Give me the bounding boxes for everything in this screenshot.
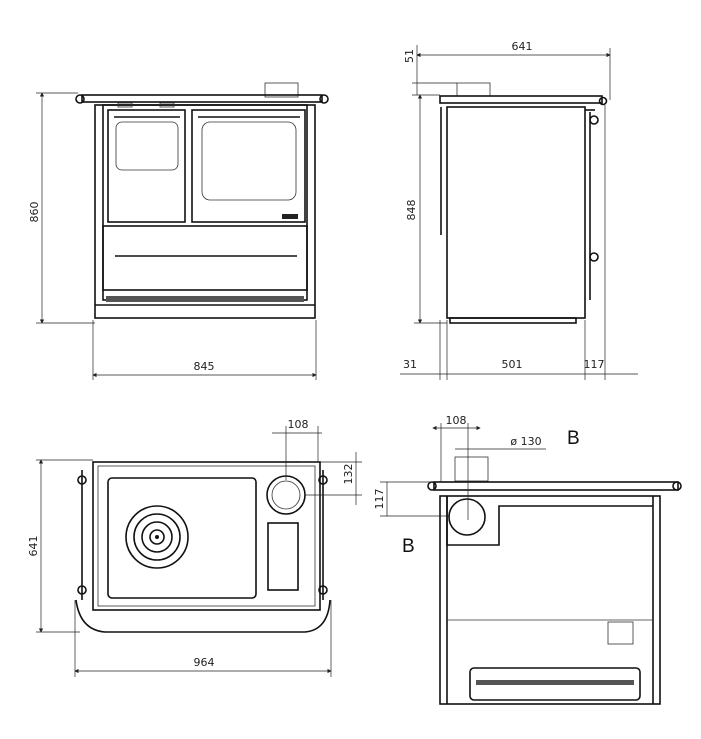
hotplate-rings <box>125 505 189 569</box>
rear-offset-dimension: 31 <box>403 358 417 371</box>
top-plate <box>439 95 603 104</box>
back-flue-height-dimension: 117 <box>373 489 386 510</box>
section-label-b-top: B <box>567 428 580 449</box>
hob-plate <box>107 477 257 599</box>
flue-height-dimension: 51 <box>403 49 416 63</box>
flue-connection <box>448 498 486 536</box>
ash-pan-cover <box>267 522 299 591</box>
top-view: 108 132 641 964 <box>27 418 362 677</box>
top-flue-depth-dimension: 132 <box>342 464 355 485</box>
firebox-door <box>107 109 186 223</box>
section-label-b-side: B <box>402 536 415 557</box>
knob <box>117 102 133 108</box>
back-view: 108 ø 130 B 117 B <box>373 414 682 705</box>
front-panel <box>102 104 308 301</box>
side-view: 641 51 848 31 501 117 <box>400 40 638 380</box>
back-flue-offset-dimension: 108 <box>446 414 467 427</box>
knob <box>159 102 175 108</box>
front-width-dimension: 845 <box>194 360 215 373</box>
rail-end-left <box>75 94 85 104</box>
top-flue-offset-dimension: 108 <box>288 418 309 431</box>
rail-end <box>598 96 608 106</box>
vent-grille <box>469 667 641 701</box>
top-width-dimension: 964 <box>194 656 215 669</box>
handle <box>589 115 599 125</box>
side-depth-dimension: 641 <box>512 40 533 53</box>
stove-body-front <box>94 104 316 319</box>
flue-pipe <box>456 82 491 97</box>
badge <box>282 214 298 219</box>
handle <box>589 252 599 262</box>
front-rail <box>75 599 331 633</box>
drawer <box>102 225 308 291</box>
stove-top-outline <box>92 461 321 611</box>
stove-body-side <box>446 106 586 319</box>
top-plate <box>433 481 679 491</box>
flue-pipe <box>264 82 299 98</box>
flue-diameter-dimension: ø 130 <box>510 435 541 448</box>
flue-outlet <box>266 475 306 515</box>
firebox-window <box>115 121 179 171</box>
oven-door <box>191 109 306 223</box>
top-depth-dimension: 641 <box>27 536 40 557</box>
rail-end-right <box>319 94 329 104</box>
plinth <box>449 317 577 324</box>
side-height-dimension: 848 <box>405 200 418 221</box>
body-depth-dimension: 501 <box>502 358 523 371</box>
top-plate <box>81 94 323 103</box>
front-height-dimension: 860 <box>28 202 41 223</box>
front-view: 860 845 <box>28 82 329 380</box>
flue-pipe <box>454 456 489 482</box>
vent-grille <box>106 296 304 302</box>
oven-window <box>201 121 297 201</box>
stove-body-back <box>439 495 661 705</box>
front-offset-dimension: 117 <box>584 358 605 371</box>
